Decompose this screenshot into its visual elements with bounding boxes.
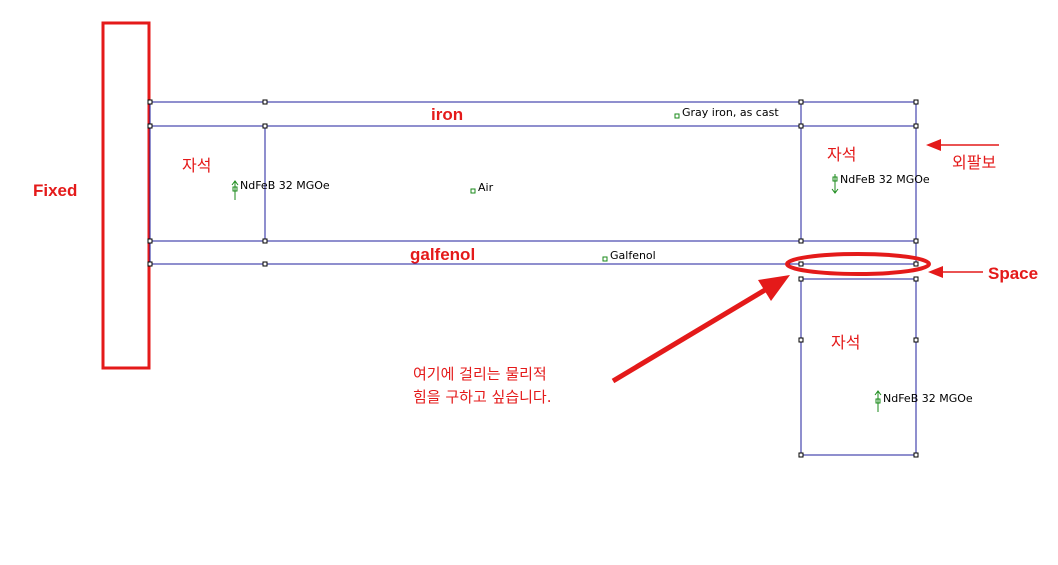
fixed-label: Fixed [33,181,77,200]
space-label: Space [988,264,1038,283]
outer-beam-label: 외팔보 [952,153,996,172]
svg-text:Air: Air [478,181,494,194]
galfenol-label: galfenol [410,245,475,264]
iron-label: iron [431,105,463,124]
material-label-magnet-bottom: NdFeB 32 MGOe [874,390,973,412]
magnet-bottom-label: 자석 [831,333,860,352]
galfenol-layer-region [149,240,917,265]
mesh-node [798,261,804,267]
svg-text:NdFeB 32 MGOe: NdFeB 32 MGOe [240,179,330,192]
mesh-node [147,261,153,267]
mesh-node [913,238,919,244]
fixed-support [101,21,151,370]
material-label-galfenol: Galfenol [602,249,656,262]
mesh-node [913,276,919,282]
question-line-1: 여기에 걸리는 물리적 [413,365,547,383]
mesh-node [798,337,804,343]
mesh-node [798,99,804,105]
mesh-node [262,123,268,129]
mesh-node [147,99,153,105]
mesh-node [147,123,153,129]
geometry-outlines [149,101,917,456]
mesh-node [262,99,268,105]
mesh-node [262,261,268,267]
svg-text:Gray iron, as cast: Gray iron, as cast [682,106,779,119]
mesh-node [913,452,919,458]
mesh-node [147,238,153,244]
material-label-air: Air [470,181,494,194]
mesh-node [798,452,804,458]
mesh-node [913,99,919,105]
question-pointer-arrow-icon [611,275,790,384]
mesh-node [798,276,804,282]
svg-text:NdFeB 32 MGOe: NdFeB 32 MGOe [840,173,930,186]
svg-text:NdFeB 32 MGOe: NdFeB 32 MGOe [883,392,973,405]
mesh-node [798,238,804,244]
material-label-gray-iron: Gray iron, as cast [674,106,779,119]
magnet-left-label: 자석 [182,156,211,175]
question-line-2: 힘을 구하고 싶습니다. [413,388,552,406]
mesh-node [913,123,919,129]
material-label-magnet-right: NdFeB 32 MGOe [831,173,930,194]
mesh-node [913,337,919,343]
magnet-bottom-region [800,278,917,456]
magnet-right-label: 자석 [827,145,856,164]
space-arrow-icon [928,266,983,278]
material-label-magnet-left: NdFeB 32 MGOe [231,179,330,200]
outer-beam-arrow-icon [926,139,999,151]
mesh-node [798,123,804,129]
mesh-nodes [147,99,919,458]
mesh-node [262,238,268,244]
mesh-node [913,261,919,267]
svg-text:Galfenol: Galfenol [610,249,656,262]
space-highlight-ellipse [785,252,931,276]
